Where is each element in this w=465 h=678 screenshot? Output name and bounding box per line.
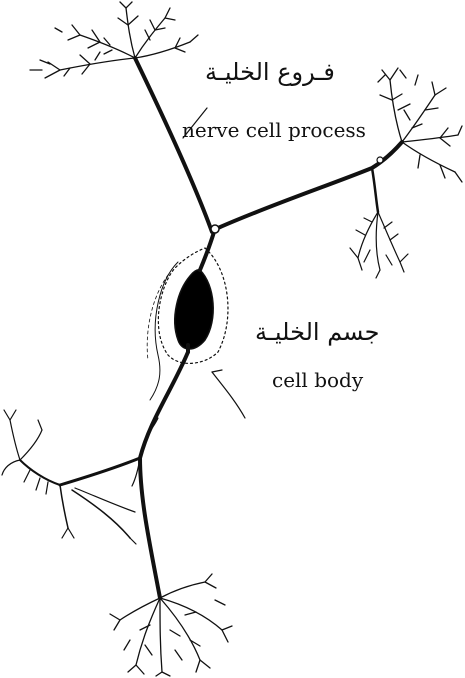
tuft-top-left [30,2,198,78]
tuft-right [378,68,462,182]
branch-lower-right [132,418,158,486]
cell-body-label: cell body [272,368,363,392]
tuft-lower-right [350,212,408,278]
axon-lower [140,352,188,598]
branch-lower-left [60,458,140,485]
cell-body-label-arabic: جسم الخليـة [255,318,379,346]
nerve-cell-process-label: nerve cell process [182,118,366,142]
pointer-lines [183,108,245,418]
tuft-bottom [110,574,232,676]
nerve-cell-process-label-arabic: فـروع الخليـة [205,58,335,86]
body-pointer [212,372,245,418]
dendrite-upper-left [135,58,212,232]
